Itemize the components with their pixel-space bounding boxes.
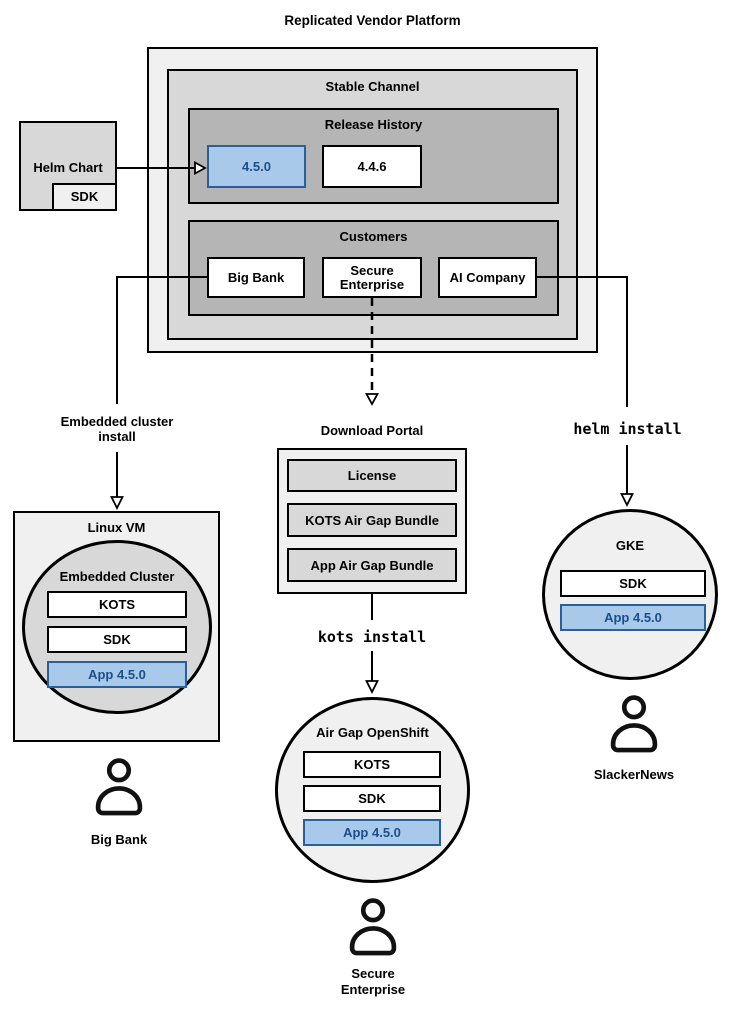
secure-enterprise-user-label: Secure Enterprise	[313, 966, 433, 998]
label-line-1: Embedded cluster	[60, 414, 174, 429]
release-450: 4.5.0	[207, 145, 306, 188]
embedded-cluster-install-label: Embedded cluster install	[37, 414, 197, 444]
embedded-cluster-title: Embedded Cluster	[59, 569, 175, 584]
customers-title: Customers	[339, 229, 408, 244]
big-bank-user-label: Big Bank	[90, 832, 148, 847]
helm-chart-title: Helm Chart	[33, 160, 103, 175]
label-line-2: install	[98, 429, 136, 444]
portal-kots-airgap-bundle: KOTS Air Gap Bundle	[287, 503, 457, 537]
user-label-line-2: Enterprise	[340, 982, 406, 997]
linux-vm-title: Linux VM	[87, 520, 146, 535]
gke-sdk: SDK	[560, 570, 706, 597]
gke-title: GKE	[615, 538, 645, 553]
release-446: 4.4.6	[322, 145, 422, 188]
down-arrowhead-icon	[365, 680, 379, 695]
portal-app-airgap-bundle: App Air Gap Bundle	[287, 548, 457, 582]
os-app: App 4.5.0	[303, 819, 441, 846]
slackernews-user-icon	[608, 694, 660, 756]
stable-channel-title: Stable Channel	[325, 79, 420, 94]
helm-chart-sdk: SDK	[52, 183, 117, 211]
user-label-line-1: Secure	[351, 966, 395, 981]
diagram-title: Replicated Vendor Platform	[284, 13, 461, 28]
airgap-openshift-title: Air Gap OpenShift	[316, 725, 429, 740]
down-arrowhead-icon	[110, 496, 124, 511]
secure-enterprise-user-icon	[347, 897, 399, 959]
ec-kots: KOTS	[47, 591, 187, 618]
os-kots: KOTS	[303, 751, 441, 778]
customer-secure-enterprise: Secure Enterprise	[322, 257, 422, 298]
big-bank-user-icon	[93, 757, 145, 819]
release-history-title: Release History	[324, 117, 423, 132]
customer-big-bank: Big Bank	[207, 257, 305, 298]
ec-app: App 4.5.0	[47, 661, 187, 688]
gke-app: App 4.5.0	[560, 604, 706, 631]
customer-ai-company: AI Company	[438, 257, 537, 298]
down-arrowhead-icon	[364, 393, 380, 406]
down-arrowhead-icon	[620, 493, 634, 508]
kots-install-command: kots install	[317, 628, 427, 646]
ec-sdk: SDK	[47, 626, 187, 653]
helm-install-command: helm install	[573, 420, 682, 438]
download-portal-title: Download Portal	[320, 423, 424, 438]
portal-license: License	[287, 459, 457, 492]
os-sdk: SDK	[303, 785, 441, 812]
slackernews-user-label: SlackerNews	[593, 767, 675, 782]
